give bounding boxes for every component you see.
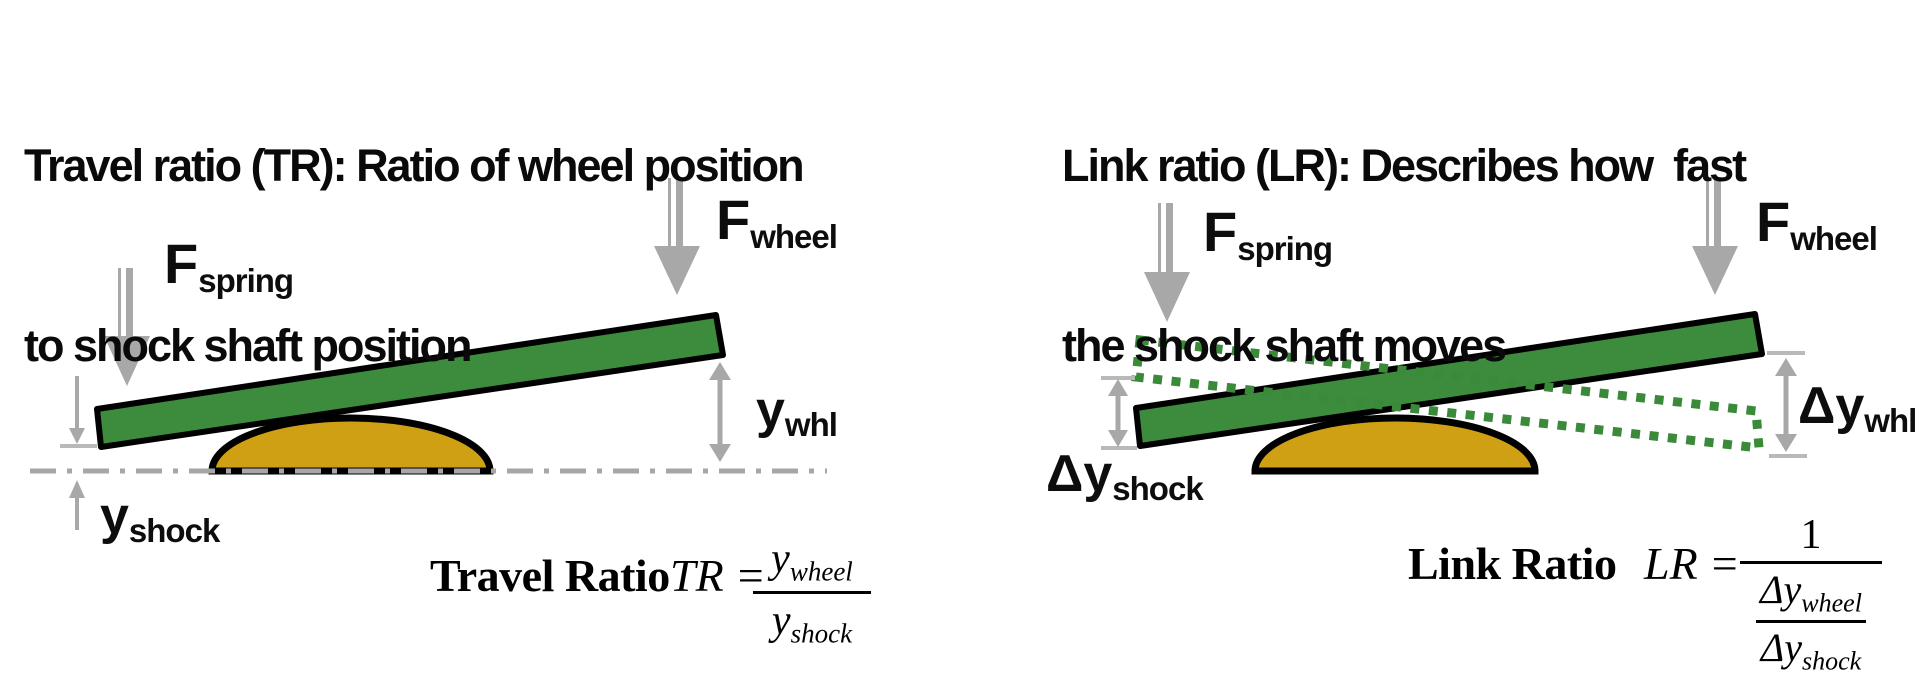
right-dy-shock-arrow (1101, 376, 1137, 450)
right-title-line2: the shock shaft moves (1062, 320, 1507, 371)
link-ratio-formula-name: Link Ratio (1408, 538, 1617, 589)
travel-ratio-fraction: ywheel yshock (753, 538, 871, 647)
right-lever-dotted (1131, 335, 1764, 454)
left-f-wheel-arrow (654, 178, 700, 295)
left-f-wheel-label: Fwheel (716, 188, 838, 256)
right-fulcrum (1251, 414, 1539, 475)
left-fulcrum (208, 414, 494, 475)
left-y-whl-arrow (709, 362, 731, 462)
link-ratio-lhs: LR = (1644, 541, 1738, 587)
right-dy-whl-label: Δywhl (1798, 377, 1917, 440)
left-lever (94, 312, 726, 450)
right-lever-solid (1133, 311, 1765, 449)
link-ratio-fraction: 1 Δywheel Δyshock (1740, 514, 1882, 675)
travel-ratio-lhs: TR = (670, 553, 764, 599)
left-title: Travel ratio (TR): Ratio of wheel positi… (24, 16, 944, 496)
left-f-spring-label: Fspring (164, 232, 294, 300)
right-dy-whl-arrow (1767, 351, 1807, 458)
right-dy-shock-label: Δyshock (1046, 445, 1204, 508)
right-title-line1: Link ratio (LR): Describes how fast (1062, 140, 1747, 191)
equals-sign: = (1711, 538, 1738, 589)
travel-ratio-symbol: TR (670, 550, 724, 601)
left-y-whl-label: ywhl (756, 381, 838, 444)
inner-numerator: Δywheel (1756, 570, 1866, 624)
travel-ratio-formula-name: Travel Ratio (430, 550, 670, 601)
left-y-shock-up-arrow (69, 480, 85, 530)
left-title-line2: to shock shaft position (24, 320, 473, 371)
left-shock-displacement-down-arrow (60, 376, 97, 448)
right-f-wheel-arrow (1692, 178, 1738, 295)
left-y-shock-label: yshock (100, 487, 220, 550)
link-ratio-denominator: Δywheel Δyshock (1740, 564, 1882, 675)
right-f-spring-arrow (1144, 203, 1190, 322)
link-ratio-inner-fraction: Δywheel Δyshock (1756, 570, 1866, 675)
left-title-line1: Travel ratio (TR): Ratio of wheel positi… (24, 140, 805, 191)
right-f-spring-label: Fspring (1203, 200, 1333, 268)
right-f-wheel-label: Fwheel (1756, 190, 1878, 258)
inner-denominator: Δyshock (1760, 625, 1862, 676)
travel-ratio-denominator: yshock (771, 597, 853, 649)
travel-ratio-numerator: ywheel (753, 538, 871, 594)
link-ratio-numerator: 1 (1740, 514, 1882, 564)
right-title: Link ratio (LR): Describes how fast the … (1062, 16, 1892, 496)
link-ratio-symbol: LR (1644, 538, 1698, 589)
left-f-spring-arrow (104, 268, 150, 386)
